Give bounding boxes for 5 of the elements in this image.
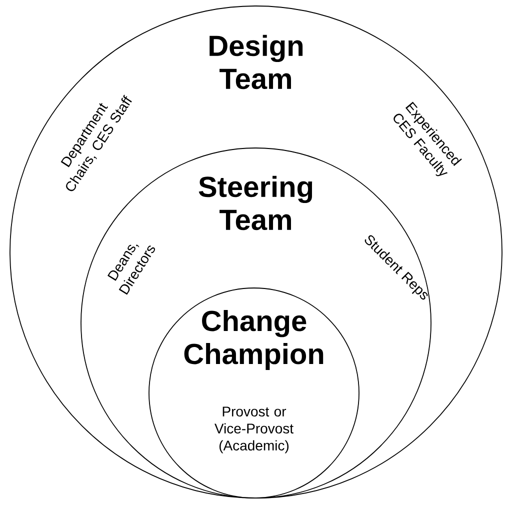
heading: Steering Team: [198, 176, 312, 230]
member-text: Provost or Vice-Provost (Academic): [214, 406, 294, 454]
heading: Change Champion: [184, 310, 324, 370]
circle: [10, 6, 502, 498]
heading: Design Team: [210, 34, 303, 90]
